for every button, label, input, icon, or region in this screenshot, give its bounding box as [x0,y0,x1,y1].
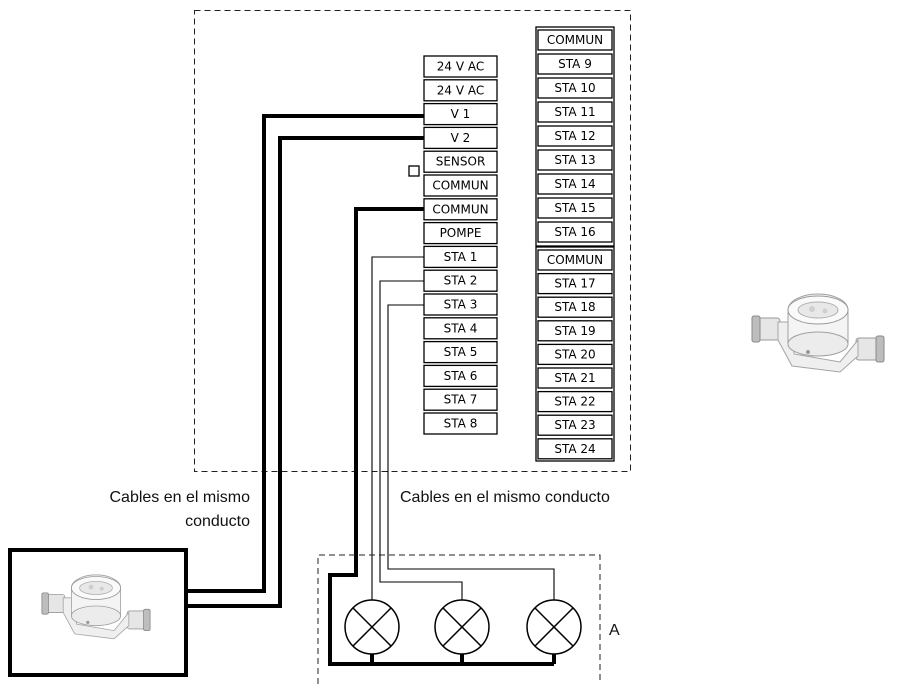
terminal-label: STA 12 [554,129,595,143]
terminal-label: STA 20 [554,347,595,361]
terminal-label: 24 V AC [437,60,484,74]
module-frame [535,26,615,247]
main-terminal-strip: 24 V AC 24 V AC V 1 V 2 SENSOR COMMUN COMMUN PO… [423,55,498,435]
terminal-label: COMMUN [432,202,488,216]
terminal-label: STA 22 [554,395,595,409]
terminal-box [423,221,498,245]
terminal-label: STA 11 [554,105,595,119]
terminal-box [537,320,613,342]
wire-sta-2 [379,280,463,600]
wire-v1 [186,114,424,593]
terminal-box [537,53,613,75]
terminal-box [537,272,613,295]
caption-left-line1: Cables en el mismo [110,489,251,506]
terminal-label: STA 3 [444,298,478,312]
caption-center: Cables en el mismo conducto [400,489,610,506]
terminal-box [423,55,498,78]
terminal-label: STA 24 [554,442,595,456]
terminal-label: STA 4 [444,321,478,335]
caption-left-line2: conducto [185,513,250,530]
terminal-box [537,29,613,51]
module-frame [535,246,615,462]
terminal-label: STA 2 [444,274,478,288]
terminal-label: STA 15 [554,201,595,215]
terminal-box [537,438,613,460]
solenoid-valve-icon [434,599,490,655]
terminal-label: STA 13 [554,153,595,167]
valve-group-outline [317,554,601,684]
terminal-label: STA 6 [444,369,478,383]
terminal-label: STA 19 [554,324,595,338]
terminal-box [423,340,498,364]
terminal-box [537,125,613,147]
terminal-box [537,343,613,366]
terminal-box [537,149,613,171]
terminal-box [423,150,498,173]
terminal-label: STA 18 [554,300,595,314]
terminal-box [537,296,613,318]
terminal-label: STA 1 [444,250,478,264]
terminal-label: COMMUN [547,253,603,267]
terminal-box [537,249,613,271]
terminal-label: COMMUN [547,33,603,47]
terminal-label: V 1 [451,107,471,121]
terminal-box [423,388,498,411]
wire-common [328,207,554,666]
terminal-label: STA 17 [554,277,595,291]
sensor-contact [408,165,420,177]
solenoid-valve-icon [526,599,582,655]
terminal-label: SENSOR [436,155,486,169]
terminal-box [423,79,498,102]
terminal-box [537,414,613,436]
terminal-label: STA 23 [554,418,595,432]
terminal-label: STA 14 [554,177,595,191]
terminal-label: V 2 [451,131,471,145]
terminal-label: COMMUN [432,179,488,193]
solenoid-valve-icon [344,599,400,655]
terminal-label: STA 10 [554,81,595,95]
terminal-box [537,367,613,389]
terminal-label: STA 7 [444,393,478,407]
terminal-box [537,173,613,195]
terminal-box [537,197,613,219]
terminal-label: POMPE [440,226,482,240]
wire-v2 [186,136,424,608]
terminal-box [423,412,498,435]
terminal-box [537,101,613,123]
terminal-box [537,77,613,99]
wire-sta-3 [387,304,555,600]
terminal-box [423,174,498,197]
terminal-label: STA 8 [444,417,478,431]
valve-group-label: A [609,622,620,639]
terminal-box [423,364,498,388]
terminal-label: STA 9 [558,57,592,71]
terminal-box [537,221,613,243]
terminal-label: 24 V AC [437,83,484,97]
water-meter-icon [751,293,885,373]
terminal-label: STA 5 [444,345,478,359]
terminal-box [423,317,498,340]
expansion-module-2: COMMUN STA 17 STA 18 STA 19 STA 20 STA 21 STA … [535,246,615,462]
terminal-label: STA 21 [554,371,595,385]
terminal-box [537,390,613,413]
wire-sta-1 [371,256,424,600]
controller-outline [194,10,631,472]
terminal-label: STA 16 [554,225,595,239]
expansion-module-1: COMMUN STA 9 STA 10 STA 11 STA 12 STA 13 STA 1… [535,26,615,247]
